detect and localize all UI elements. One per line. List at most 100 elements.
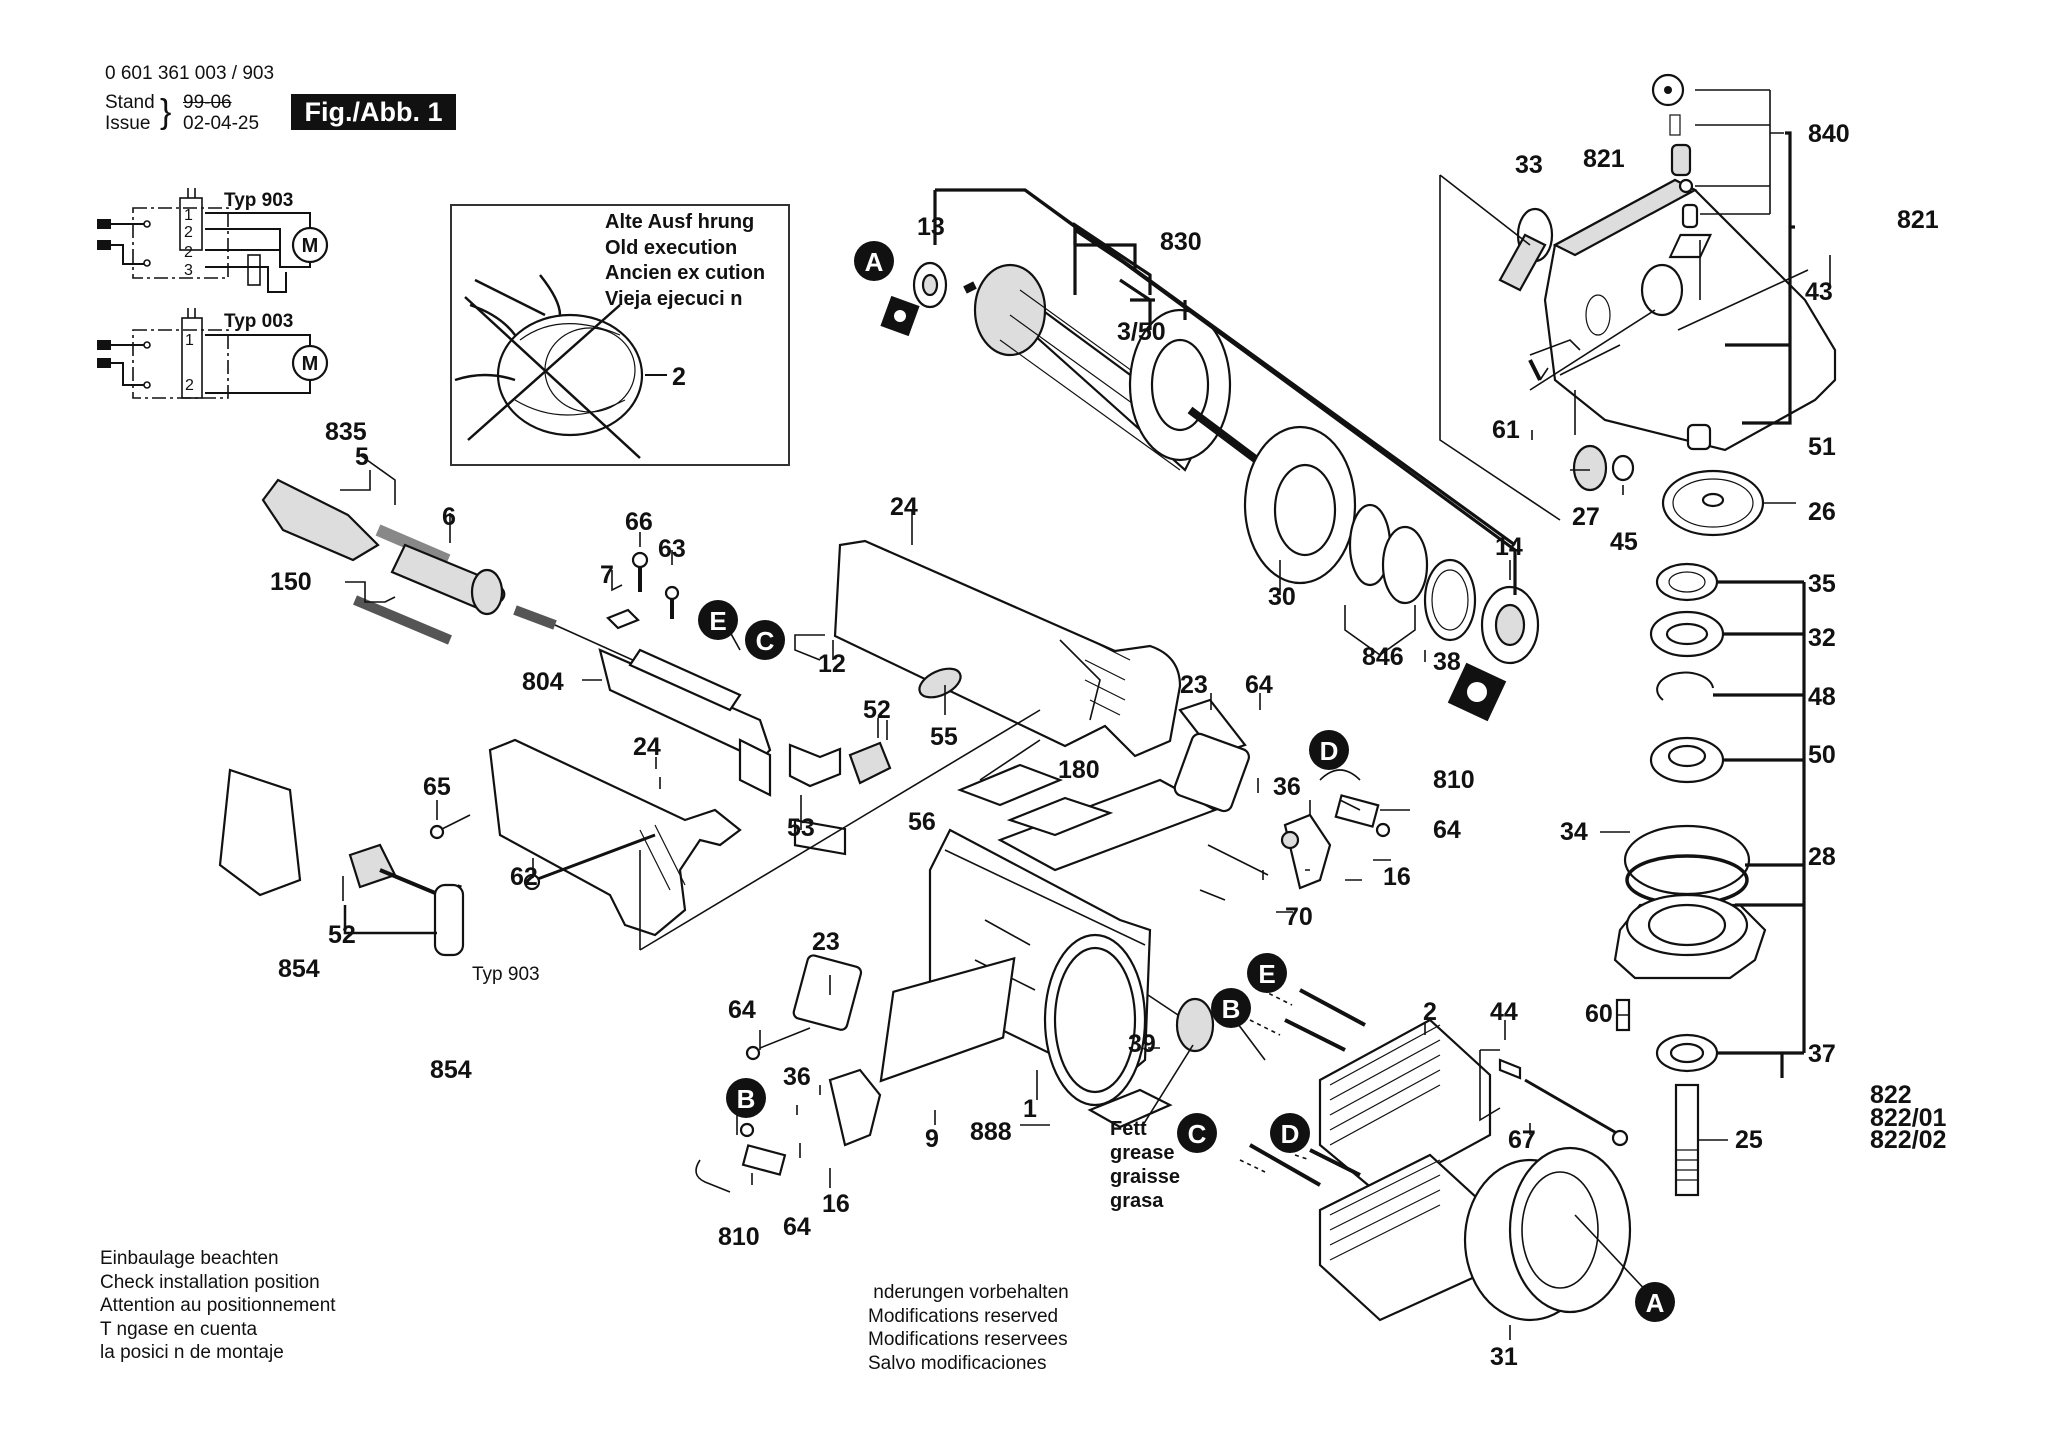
- label-12: 12: [818, 650, 846, 678]
- grease-note: Fett grease graisse grasa: [1110, 1118, 1180, 1212]
- letter-callout-e-switch: E: [698, 600, 738, 640]
- motor-housing-1: [879, 698, 1250, 1129]
- label-55: 55: [930, 723, 958, 751]
- label-35: 35: [1808, 570, 1836, 598]
- label-70: 70: [1285, 903, 1313, 931]
- terminal-1: 1: [184, 207, 193, 224]
- install-note: Einbaulage beachten Check installation p…: [100, 1248, 336, 1363]
- svg-text:A: A: [1646, 1288, 1665, 1318]
- label-28: 28: [1808, 843, 1836, 871]
- power-cord-assembly: [261, 478, 656, 671]
- label-854-a: 854: [278, 955, 320, 983]
- switch-assembly: [598, 551, 892, 856]
- wiring-diagram-typ-903: M 1 2 2 3 Typ 903: [97, 188, 329, 293]
- label-27: 27: [1572, 503, 1600, 531]
- label-13: 13: [917, 213, 945, 241]
- letter-callout-a-top: A: [854, 241, 894, 281]
- label-822: 822: [1870, 1081, 1912, 1109]
- letter-callout-c-switch: C: [745, 620, 785, 660]
- label-821-b: 821: [1897, 206, 1939, 234]
- label-old-2: 2: [672, 363, 686, 391]
- svg-text:E: E: [709, 606, 726, 636]
- label-64-left: 64: [728, 996, 756, 1024]
- label-24-top: 24: [890, 493, 918, 521]
- svg-text:C: C: [1188, 1119, 1207, 1149]
- label-37: 37: [1808, 1040, 1836, 1068]
- label-822-02: 822/02: [1870, 1126, 1946, 1154]
- stand-label: Stand: [105, 92, 155, 113]
- label-60: 60: [1585, 1000, 1613, 1028]
- label-2: 2: [1423, 998, 1437, 1026]
- label-44: 44: [1490, 998, 1518, 1026]
- label-64-right: 64: [1433, 816, 1461, 844]
- label-804: 804: [522, 668, 564, 696]
- label-39: 39: [1128, 1030, 1156, 1058]
- terminal-2: 2: [184, 224, 193, 241]
- label-66: 66: [625, 508, 653, 536]
- typ-903-label: Typ 903: [224, 190, 293, 211]
- label-810-left: 810: [718, 1223, 760, 1251]
- label-840: 840: [1808, 120, 1850, 148]
- label-48: 48: [1808, 683, 1836, 711]
- stand-date-struck: 99-06: [183, 92, 232, 113]
- issue-date: 02-04-25: [183, 113, 260, 134]
- terminal-3: 3: [184, 262, 193, 279]
- label-65: 65: [423, 773, 451, 801]
- part-labels: 835 5 6 150 66 63 7 804 12 52 53 55 24 2…: [270, 120, 1947, 1371]
- label-33: 33: [1515, 151, 1543, 179]
- label-846: 846: [1362, 643, 1404, 671]
- label-63: 63: [658, 535, 686, 563]
- label-6: 6: [442, 503, 456, 531]
- letter-callout-d-coil: D: [1270, 1113, 1310, 1153]
- issue-label: Issue: [105, 113, 151, 134]
- label-typ-903: Typ 903: [472, 964, 540, 985]
- svg-text:Fett: Fett: [1110, 1118, 1147, 1140]
- label-56: 56: [908, 808, 936, 836]
- label-810-right: 810: [1433, 766, 1475, 794]
- rear-ring-31: [1463, 1146, 1632, 1322]
- label-1: 1: [1023, 1095, 1037, 1123]
- label-150: 150: [270, 568, 312, 596]
- label-16-right: 16: [1383, 863, 1411, 891]
- svg-text:C: C: [756, 626, 775, 656]
- label-30: 30: [1268, 583, 1296, 611]
- svg-text:B: B: [737, 1084, 756, 1114]
- spindle-bearing-assembly: [1600, 562, 1806, 1197]
- label-51: 51: [1808, 433, 1836, 461]
- label-9: 9: [925, 1125, 939, 1153]
- label-36-left: 36: [783, 1063, 811, 1091]
- label-3-50: 3/50: [1117, 318, 1166, 346]
- svg-text:graisse: graisse: [1110, 1166, 1180, 1188]
- label-34: 34: [1560, 818, 1588, 846]
- label-23-top: 23: [1180, 671, 1208, 699]
- label-64-bottom: 64: [783, 1213, 811, 1241]
- svg-text:B: B: [1222, 994, 1241, 1024]
- motor-symbol-903: M: [302, 235, 319, 257]
- letter-callout-b-brush: B: [726, 1078, 766, 1118]
- svg-text:D: D: [1320, 736, 1339, 766]
- label-64-top: 64: [1245, 671, 1273, 699]
- label-32: 32: [1808, 624, 1836, 652]
- svg-text:A: A: [865, 247, 884, 277]
- old-field-coil-drawing: 2: [454, 274, 686, 459]
- label-830: 830: [1160, 228, 1202, 256]
- typ-003-label: Typ 003: [224, 311, 293, 332]
- armature-assembly: [880, 261, 1273, 474]
- label-24-lower: 24: [633, 733, 661, 761]
- figure-label: Fig./Abb. 1: [291, 94, 456, 130]
- label-67: 67: [1508, 1126, 1536, 1154]
- old-execution-text: Alte Ausf hrung Old execution Ancien ex …: [605, 211, 766, 310]
- handle-lower-24: [429, 709, 1041, 951]
- gear-housing-821: [1498, 73, 1837, 452]
- svg-text:E: E: [1258, 959, 1275, 989]
- letter-callout-c-coil: C: [1177, 1113, 1217, 1153]
- bearing-parts: [1243, 425, 1540, 722]
- svg-text:D: D: [1281, 1119, 1300, 1149]
- label-62: 62: [510, 863, 538, 891]
- letter-callout-b-coil: B: [1211, 988, 1251, 1028]
- old-execution-box: [450, 204, 790, 466]
- brush-holder-group: [695, 769, 1391, 1193]
- label-7: 7: [600, 561, 614, 589]
- brace-icon: }: [160, 93, 172, 131]
